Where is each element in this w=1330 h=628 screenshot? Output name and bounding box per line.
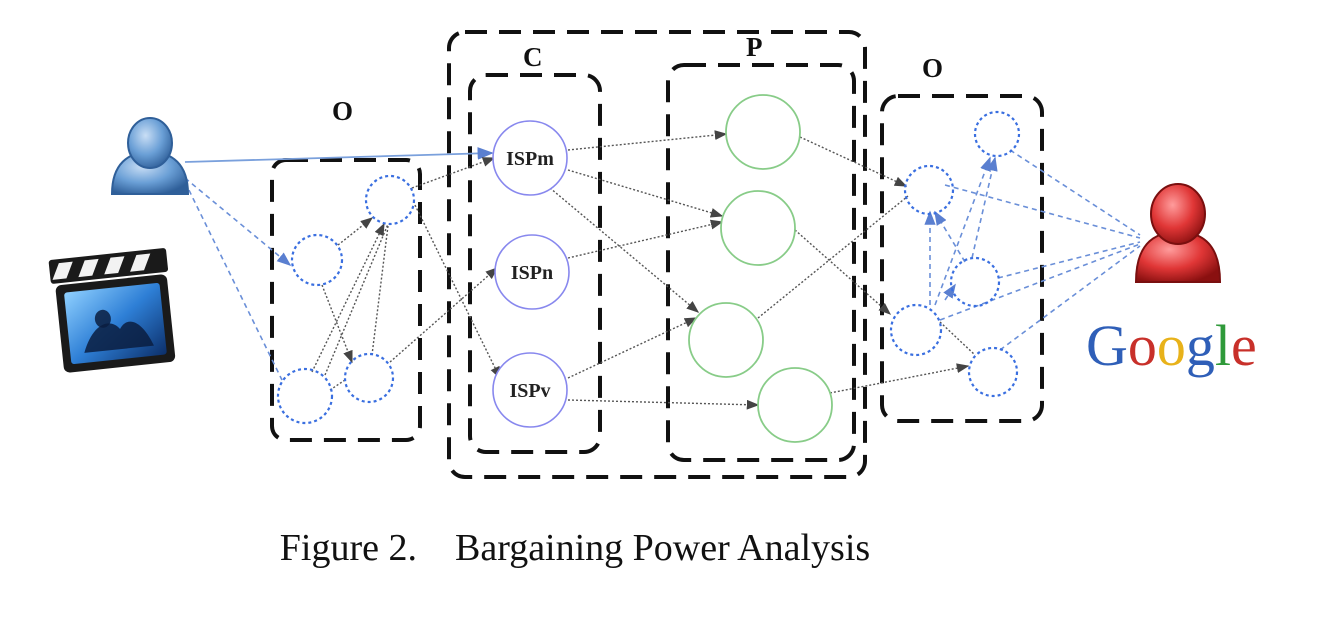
edge-o7-to-o9 [939, 321, 976, 356]
isp-nodes [492, 120, 570, 428]
right-o-label: O [922, 53, 943, 83]
edge-o2-to-ispv [414, 204, 501, 380]
edge-ispv-to-p4 [567, 399, 760, 410]
group-boxes [270, 30, 1044, 479]
right-o-nodes [889, 110, 1021, 398]
edge-o4-to-ispn [389, 267, 499, 363]
ispm-node [492, 120, 568, 196]
left-o-group-box [270, 158, 422, 442]
edge-user-to-o3 [184, 181, 283, 381]
edge-o3-to-o2a [311, 222, 385, 373]
edge-ispm-to-p3 [549, 187, 700, 313]
edge-o7-to-o8 [943, 283, 956, 301]
user-red-icon [1134, 183, 1222, 283]
edge-p2-to-o7 [794, 229, 892, 315]
edge-o7-to-o5 [934, 156, 991, 306]
edge-user-to-ispm [184, 147, 494, 163]
figure-caption: Figure 2. Bargaining Power Analysis [0, 526, 1150, 570]
o-node [889, 303, 943, 357]
network-edges [311, 130, 976, 410]
ispv-label: ISPv [509, 380, 550, 402]
o-node [949, 256, 1001, 308]
edge-p1-to-o6 [799, 136, 908, 187]
edge-o9-to-google-user [999, 245, 1141, 351]
p-label: P [746, 32, 763, 62]
edge-ispm-to-p2 [567, 169, 724, 218]
edge-o8-to-o5 [971, 156, 998, 259]
edge-o8-to-google-user [997, 241, 1141, 279]
p-nodes [688, 94, 833, 443]
o-node [973, 110, 1021, 158]
outer-cp-group-box [447, 30, 867, 479]
o-node [290, 233, 344, 287]
edge-o4-to-o2 [371, 225, 389, 356]
google-logo: Google [1086, 313, 1257, 378]
user-edges [184, 149, 1141, 381]
ispv-node [492, 352, 568, 428]
edge-o6-to-google-user [944, 184, 1141, 239]
video-clapperboard-icon [48, 248, 176, 373]
edge-o2-to-ispm [411, 157, 496, 189]
edge-o3-to-o2b [324, 223, 389, 376]
o-node [903, 164, 955, 216]
figure-title: Bargaining Power Analysis [455, 527, 871, 569]
ispn-node [494, 234, 570, 310]
edge-o1-to-o4 [321, 284, 353, 364]
edge-p4-to-o9 [829, 363, 970, 394]
o-node [967, 346, 1019, 398]
p-node [725, 94, 801, 170]
p-node [757, 367, 833, 443]
edge-p3-to-o6 [757, 195, 909, 319]
edge-user-to-o1 [184, 177, 292, 267]
o-node [364, 174, 416, 226]
c-group-box [468, 73, 602, 454]
bargaining-power-diagram: O C P O [48, 30, 1257, 479]
o-node [276, 367, 334, 425]
left-o-label: O [332, 96, 353, 126]
edge-o3-to-o4 [329, 379, 346, 391]
edge-o8-to-o6 [934, 210, 966, 263]
edge-o1-to-o2 [337, 217, 374, 246]
p-group-box [666, 63, 856, 462]
edge-ispv-to-p3 [567, 317, 698, 379]
edge-o5-to-google-user [1009, 149, 1141, 236]
c-label: C [523, 42, 543, 72]
ispn-label: ISPn [511, 262, 553, 284]
figure-number: Figure 2. [279, 527, 418, 569]
p-node [688, 302, 764, 378]
o-node [343, 352, 395, 404]
user-blue-icon [110, 117, 190, 195]
ispm-label: ISPm [506, 148, 554, 170]
p-node [720, 190, 796, 266]
edge-ispm-to-p1 [567, 130, 728, 151]
left-o-nodes [276, 174, 416, 425]
edge-ispn-to-p2 [567, 219, 724, 259]
